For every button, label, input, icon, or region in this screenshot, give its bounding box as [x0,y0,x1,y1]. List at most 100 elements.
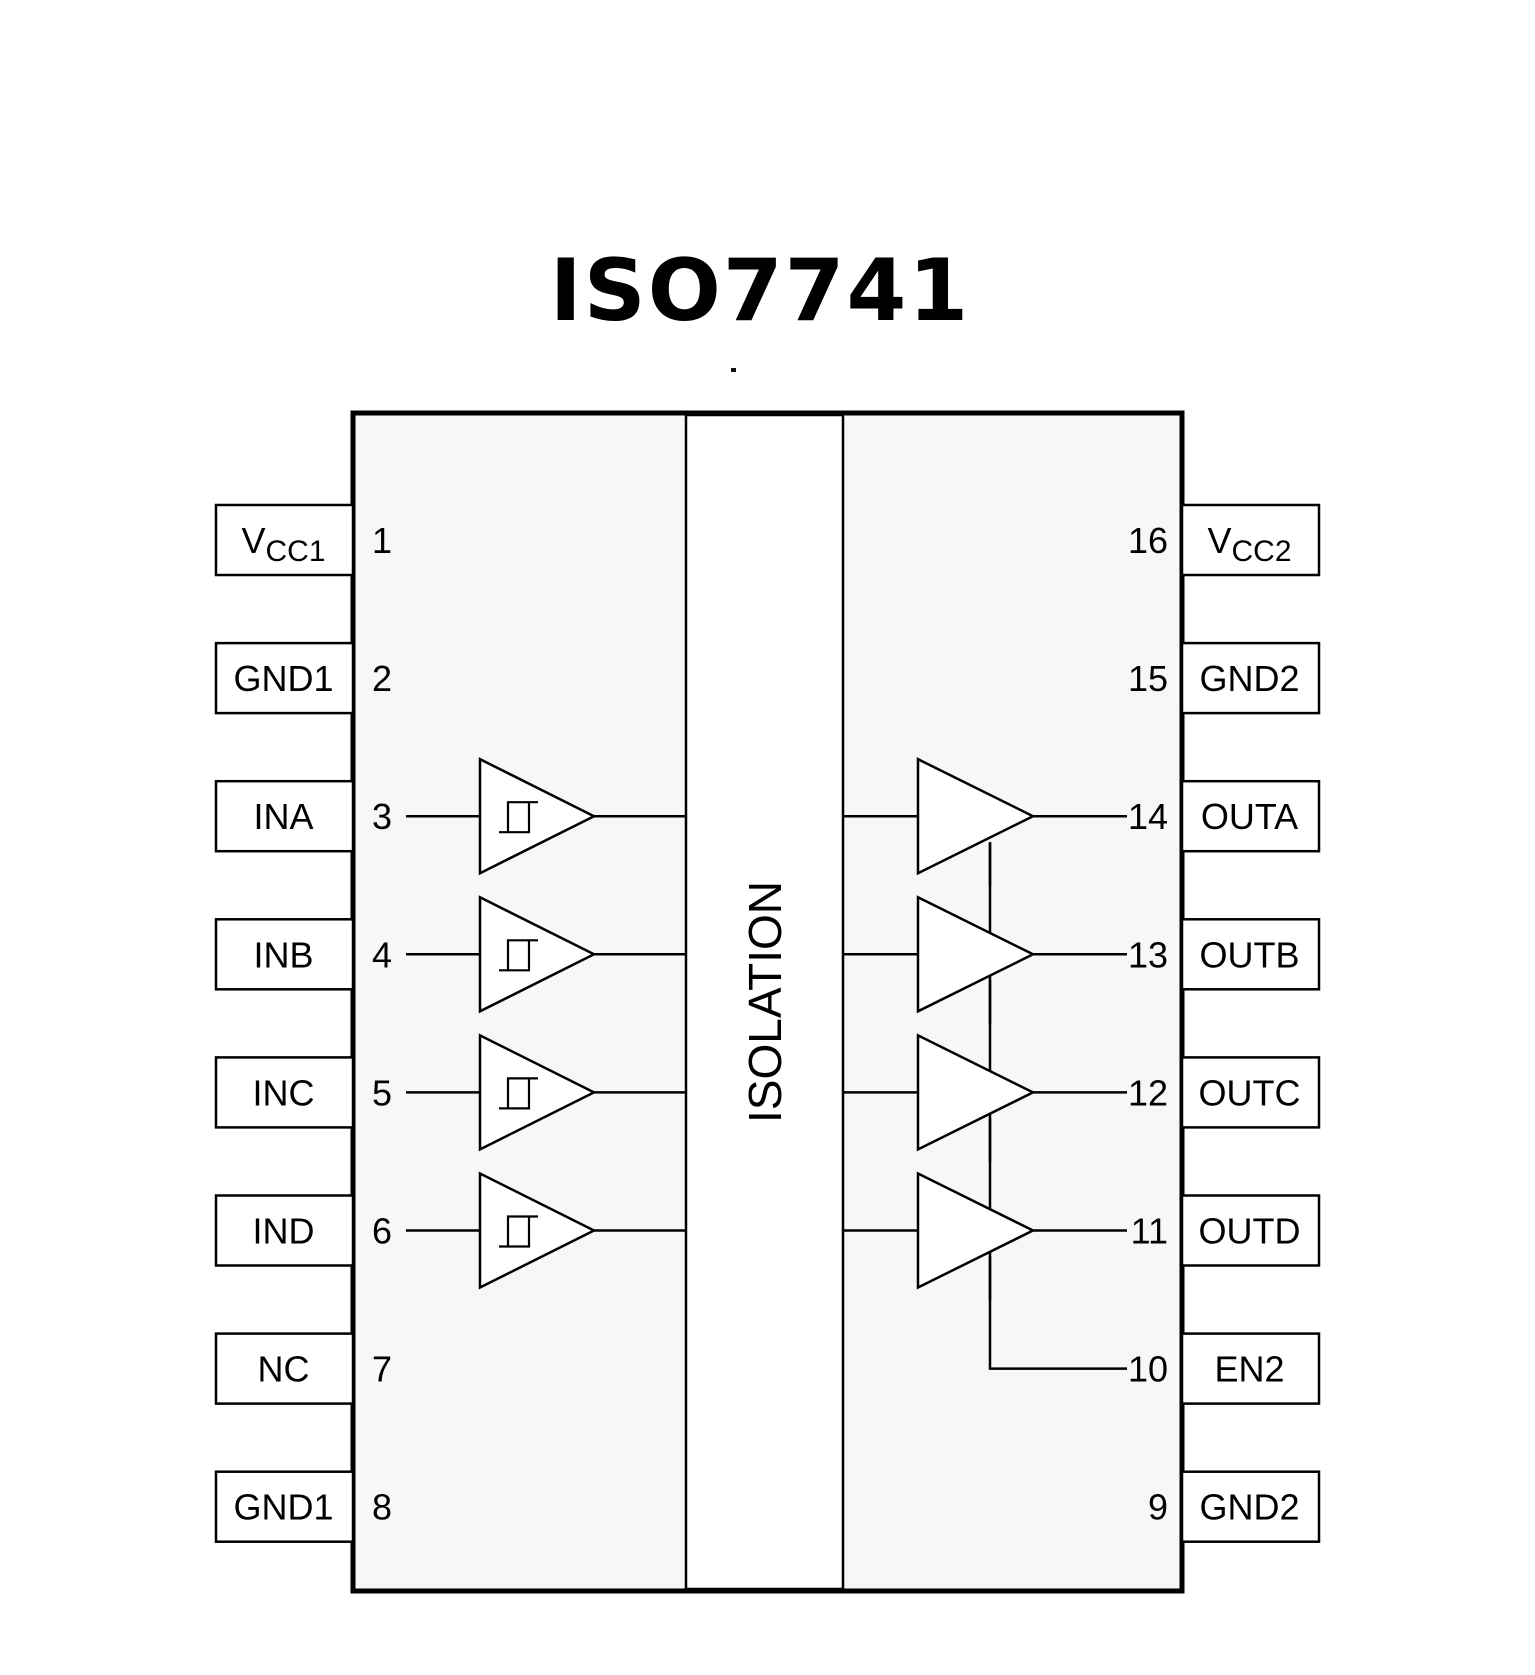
pin-name-subscript: CC2 [1232,535,1292,568]
pin-name-left: NC [258,1349,310,1390]
pin-name-left: GND1 [233,1487,333,1528]
driver-triangle [916,757,1036,876]
pin-number: 15 [1128,658,1168,699]
pin-name-left: INB [253,934,313,975]
buffer-triangle [478,1171,597,1290]
pin-box [1180,918,1321,991]
buffers [406,757,1127,1370]
driver-triangle [916,1033,1036,1152]
schmitt-trigger-icon-part [506,1077,529,1109]
pin-box [214,1194,355,1267]
pin-10: EN2 10 [1128,1332,1321,1405]
pin-13: OUTB 13 [1128,918,1321,991]
pin-name-main: OUTD [1199,1211,1301,1252]
pin-number: 2 [372,658,392,699]
schmitt-trigger-icon-part [506,1215,529,1247]
buffer-triangle [478,895,597,1014]
pin-name-left: INC [253,1072,315,1113]
pin-name-right: OUTB [1199,934,1299,975]
stray-dot [731,368,736,372]
pin-name-right: GND2 [1199,1487,1299,1528]
schmitt-buffer-ind [406,1171,686,1290]
pin-name-main: OUTC [1199,1072,1301,1113]
pin-7: NC 7 [214,1332,392,1405]
pin-name-main: OUTB [1199,934,1299,975]
pin-name-subscript: CC1 [266,535,326,568]
pin-name-main: OUTA [1201,796,1298,837]
pin-box [1180,1056,1321,1129]
pin-16: VCC2 16 [1128,503,1321,577]
pin-name-left: GND1 [233,658,333,699]
pin-box [214,1332,355,1405]
pin-box [214,1470,355,1543]
schmitt-trigger-icon [499,939,538,972]
pin-number: 7 [372,1349,392,1390]
schmitt-trigger-icon [499,1077,538,1110]
pin-name-main: INB [253,934,313,975]
pin-name-main: NC [258,1349,310,1390]
pin-4: INB 4 [214,918,392,991]
pin-9: GND2 9 [1148,1470,1321,1543]
schmitt-buffer-inc [406,1033,686,1152]
isolation-label: ISOLATION [739,881,791,1123]
pin-box [214,503,355,577]
pin-number: 13 [1128,934,1168,975]
pin-name-main: IND [253,1211,315,1252]
driver-triangle [916,1171,1036,1290]
pin-name-right: OUTD [1199,1211,1301,1252]
pin-number: 10 [1128,1349,1168,1390]
pin-number: 8 [372,1487,392,1528]
pin-box [1180,779,1321,853]
pin-8: GND1 8 [214,1470,392,1543]
pin-box [1180,503,1321,577]
pin-box [1180,641,1321,715]
pin-number: 14 [1128,796,1168,837]
pin-name-main: V [241,520,265,561]
driver-triangle [916,895,1036,1014]
schmitt-buffer-inb [406,895,686,1014]
schmitt-trigger-icon [499,1215,538,1248]
pin-name-right: GND2 [1199,658,1299,699]
pin-box [214,641,355,715]
pin-15: GND2 15 [1128,641,1321,715]
chip-title: ISO7741 [549,241,971,341]
buffer-triangle [478,757,597,876]
pin-name-left: IND [253,1211,315,1252]
pin-number: 9 [1148,1487,1168,1528]
pin-name-right: OUTC [1199,1072,1301,1113]
pin-name-left: VCC1 [241,520,325,568]
pin-box [1180,1332,1321,1405]
schmitt-trigger-icon-part [506,801,529,833]
pin-box [1180,1194,1321,1267]
pin-number: 16 [1128,520,1168,561]
pin-name-main: GND2 [1199,658,1299,699]
pin-box [214,1056,355,1129]
pin-number: 4 [372,934,392,975]
pin-number: 1 [372,520,392,561]
pin-3: INA 3 [214,779,392,853]
pin-name-right: VCC2 [1207,520,1291,568]
pin-1: VCC1 1 [214,503,392,577]
pin-name-main: GND1 [233,658,333,699]
schmitt-buffer-ina [406,757,686,876]
pin-number: 12 [1128,1072,1168,1113]
isolation-barrier [684,413,845,1591]
schmitt-trigger-icon-part [506,939,529,971]
pin-name-left: INA [253,796,313,837]
pin-name-main: EN2 [1214,1349,1284,1390]
pin-12: OUTC 12 [1128,1056,1321,1129]
schmitt-trigger-icon [499,801,538,834]
pin-name-main: INA [253,796,313,837]
pin-name-main: V [1207,520,1231,561]
pin-number: 6 [372,1211,392,1252]
pin-box [214,918,355,991]
pin-6: IND 6 [214,1194,392,1267]
buffer-triangle [478,1033,597,1152]
pin-box [1180,1470,1321,1543]
pin-number: 3 [372,796,392,837]
